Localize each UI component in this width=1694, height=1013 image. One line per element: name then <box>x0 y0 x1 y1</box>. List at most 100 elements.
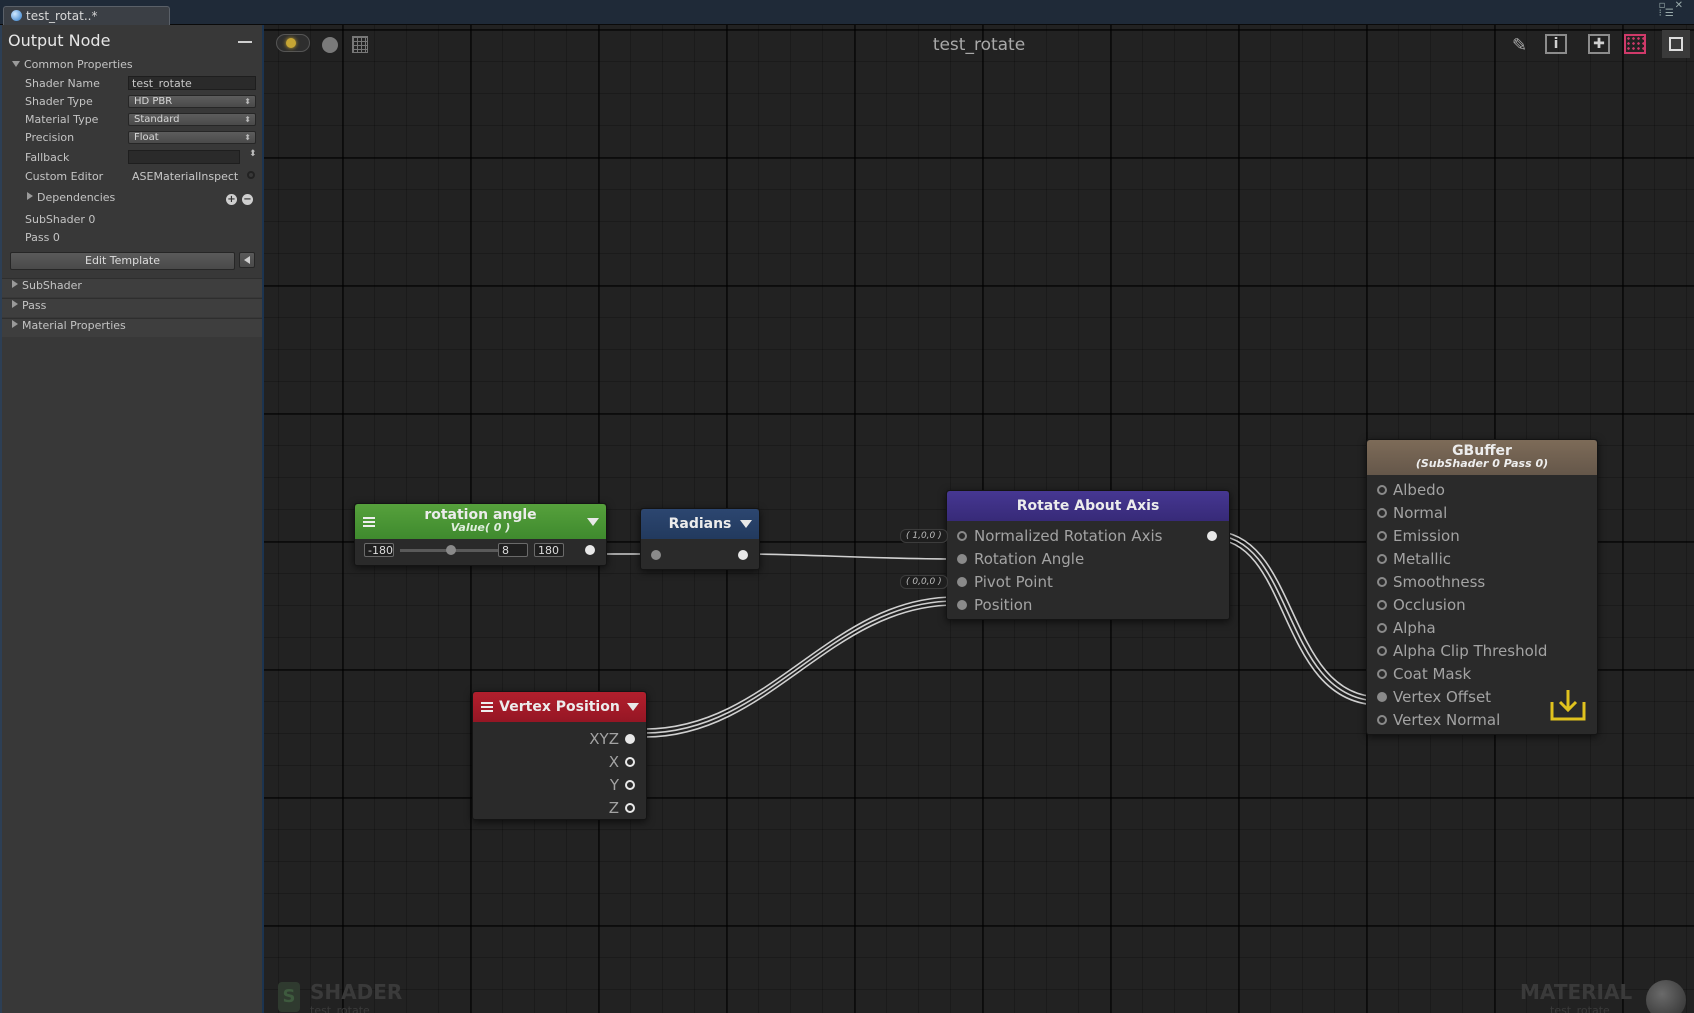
preview-sphere-icon[interactable] <box>322 37 338 53</box>
port-label: Pivot Point <box>974 573 1053 591</box>
input-port[interactable] <box>651 550 661 560</box>
port-label: Vertex Normal <box>1393 711 1501 729</box>
node-radians[interactable]: Radians <box>640 508 760 570</box>
cleanup-brush-icon[interactable]: ✎ <box>1512 35 1528 56</box>
output-port[interactable] <box>585 545 595 555</box>
maximize-icon[interactable] <box>1662 30 1690 58</box>
material-watermark: MATERIAL test_rotate <box>1510 980 1694 1013</box>
input-port[interactable] <box>957 577 967 587</box>
node-menu-icon[interactable] <box>363 517 375 527</box>
input-port[interactable] <box>1377 531 1387 541</box>
remove-dependency-icon[interactable]: − <box>242 194 253 205</box>
material-type-dropdown[interactable]: Standard⬍ <box>128 113 256 126</box>
inspector-header: Output Node <box>8 31 262 53</box>
value-slider-track[interactable] <box>400 545 498 555</box>
slider-value-field[interactable]: 8 <box>498 543 528 557</box>
dependencies-foldout[interactable]: Dependencies <box>2 191 262 204</box>
wire-rotate-to-vertex-offset <box>1211 534 1381 702</box>
material-properties-section-label: Material Properties <box>22 319 126 332</box>
port-label: Occlusion <box>1393 596 1466 614</box>
pass-foldout[interactable]: Pass <box>2 298 262 317</box>
input-port[interactable] <box>1377 669 1387 679</box>
node-header[interactable]: Radians <box>641 509 759 539</box>
input-port[interactable] <box>957 531 967 541</box>
output-port[interactable] <box>625 757 635 767</box>
input-port[interactable] <box>957 600 967 610</box>
node-collapse-icon[interactable] <box>627 703 639 711</box>
material-watermark-subtitle: test_rotate <box>1550 1004 1610 1013</box>
focus-icon[interactable]: ✚ <box>1588 34 1610 54</box>
node-collapse-icon[interactable] <box>587 518 599 526</box>
material-preview-sphere-icon <box>1646 980 1686 1013</box>
port-label: Position <box>974 596 1033 614</box>
common-properties-foldout[interactable]: Common Properties <box>2 58 262 76</box>
collapse-template-button[interactable] <box>239 252 255 268</box>
node-rotation-angle[interactable]: rotation angle Value( 0 ) -180 8 180 <box>354 503 607 566</box>
output-port[interactable] <box>1207 531 1217 541</box>
inspector-title: Output Node <box>8 31 111 50</box>
input-port[interactable] <box>1377 646 1387 656</box>
common-properties-label: Common Properties <box>24 58 133 71</box>
port-label: Alpha <box>1393 619 1436 637</box>
custom-editor-label: Custom Editor <box>25 170 104 183</box>
node-header[interactable]: Rotate About Axis <box>947 491 1229 521</box>
node-header[interactable]: Vertex Position <box>473 692 646 722</box>
input-port[interactable] <box>1377 623 1387 633</box>
node-header[interactable]: GBuffer (SubShader 0 Pass 0) <box>1367 440 1597 475</box>
output-port[interactable] <box>625 803 635 813</box>
shader-name-input[interactable]: test_rotate <box>128 76 256 90</box>
foldout-collapsed-icon <box>12 280 18 288</box>
slider-min-field[interactable]: -180 <box>364 543 394 557</box>
wire-position <box>644 596 956 730</box>
fallback-picker-icon[interactable]: ⬍ <box>249 149 257 159</box>
snippet-icon[interactable] <box>352 36 368 53</box>
node-menu-icon[interactable] <box>481 702 493 712</box>
output-port[interactable] <box>625 734 635 744</box>
info-icon[interactable]: i <box>1545 34 1567 54</box>
default-value-chip[interactable]: ( 1,0,0 ) <box>900 529 948 543</box>
dependencies-label: Dependencies <box>37 191 116 204</box>
wire-rotate-to-vertex-offset <box>1211 538 1381 706</box>
default-value-chip[interactable]: ( 0,0,0 ) <box>900 575 948 589</box>
value-slider-thumb[interactable] <box>445 545 456 555</box>
window-controls[interactable]: ▫ ✕⁝☰ <box>1658 0 1686 19</box>
node-rotate-about-axis[interactable]: Rotate About Axis Normalized Rotation Ax… <box>946 490 1230 620</box>
input-port[interactable] <box>957 554 967 564</box>
input-port[interactable] <box>1377 554 1387 564</box>
master-node-download-icon[interactable] <box>1549 688 1587 722</box>
foldout-expanded-icon <box>12 61 20 67</box>
subshader-foldout[interactable]: SubShader <box>2 278 262 297</box>
port-label: Y <box>609 776 619 794</box>
wire-position <box>644 604 956 738</box>
precision-dropdown[interactable]: Float⬍ <box>128 131 256 144</box>
object-picker-icon[interactable] <box>247 171 255 179</box>
fallback-input[interactable] <box>128 150 240 164</box>
grid-toggle-icon[interactable] <box>1624 34 1646 54</box>
live-mode-toggle-icon[interactable] <box>276 34 310 52</box>
add-dependency-icon[interactable]: + <box>226 194 237 205</box>
input-port[interactable] <box>1377 692 1387 702</box>
custom-editor-input[interactable]: ASEMaterialInspect <box>128 169 244 183</box>
foldout-collapsed-icon <box>12 300 18 308</box>
edit-template-button[interactable]: Edit Template <box>10 252 235 270</box>
input-port[interactable] <box>1377 508 1387 518</box>
shader-type-dropdown[interactable]: HD PBR⬍ <box>128 95 256 108</box>
minimize-icon[interactable] <box>238 41 252 43</box>
input-port[interactable] <box>1377 577 1387 587</box>
input-port[interactable] <box>1377 600 1387 610</box>
pass-section-label: Pass <box>22 299 47 312</box>
node-vertex-position[interactable]: Vertex Position XYZ X Y Z <box>472 691 647 820</box>
output-port[interactable] <box>625 780 635 790</box>
material-properties-foldout[interactable]: Material Properties <box>2 318 262 337</box>
tab-title: test_rotat..* <box>26 9 98 23</box>
slider-max-field[interactable]: 180 <box>534 543 564 557</box>
node-header[interactable]: rotation angle Value( 0 ) <box>355 504 606 539</box>
node-collapse-icon[interactable] <box>740 520 752 528</box>
wire-radians-to-rotate <box>741 553 956 560</box>
output-port[interactable] <box>738 550 748 560</box>
node-title: Vertex Position <box>499 699 620 715</box>
node-gbuffer-output[interactable]: GBuffer (SubShader 0 Pass 0) Albedo Norm… <box>1366 439 1598 735</box>
editor-tab[interactable]: test_rotat..* <box>3 6 170 25</box>
input-port[interactable] <box>1377 715 1387 725</box>
input-port[interactable] <box>1377 485 1387 495</box>
